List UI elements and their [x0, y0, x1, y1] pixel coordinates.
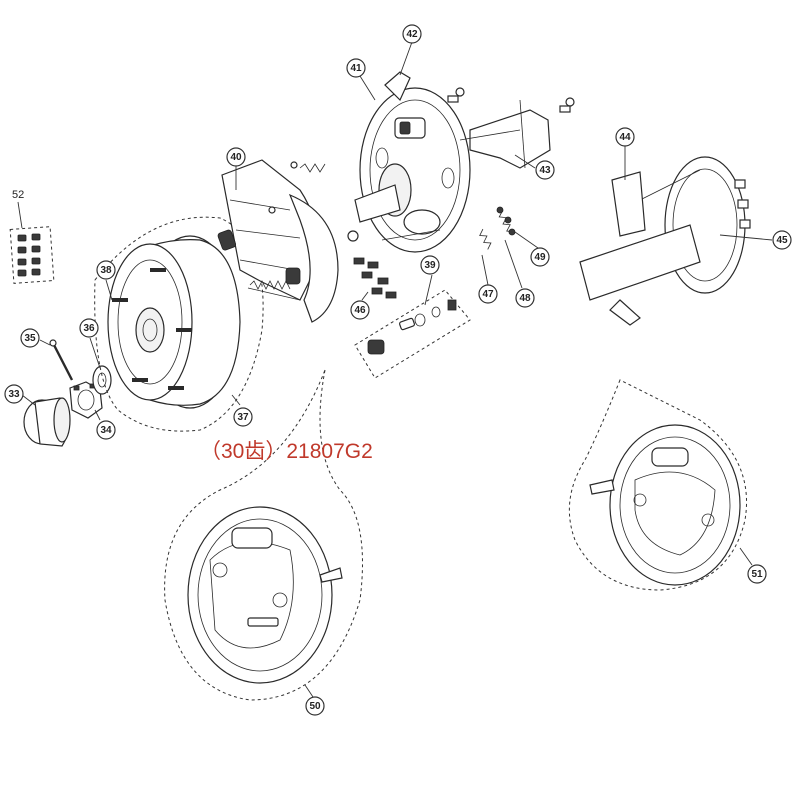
svg-text:50: 50 [309, 701, 321, 712]
part-50-brake-assembly-left [164, 369, 363, 701]
svg-text:47: 47 [482, 289, 494, 300]
part-43-mounting-bracket [447, 87, 575, 169]
callout-51: 51 [739, 547, 767, 584]
part-51-brake-assembly-right [568, 379, 748, 591]
svg-text:38: 38 [100, 265, 112, 276]
callout-40: 40 [226, 147, 246, 190]
callout-34: 34 [94, 409, 116, 440]
callout-41: 41 [346, 58, 376, 101]
callout-35: 35 [20, 328, 51, 348]
part-46-hardware-set [347, 230, 397, 299]
part-47-spring [479, 228, 492, 250]
part-37-brake-drum [94, 216, 264, 432]
svg-text:43: 43 [539, 165, 551, 176]
callout-45: 45 [719, 230, 792, 250]
svg-text:34: 34 [100, 425, 112, 436]
callout-33: 33 [4, 384, 36, 406]
callout-39: 39 [420, 255, 440, 306]
callout-48: 48 [504, 239, 535, 308]
part-40-brake-shoes [217, 159, 339, 323]
part-41-backing-plate [354, 87, 471, 253]
part-36-washer [92, 365, 112, 395]
svg-text:44: 44 [619, 132, 631, 143]
part-48-spring [498, 210, 514, 233]
callout-47: 47 [478, 254, 498, 304]
svg-text:36: 36 [83, 323, 95, 334]
part-number-caption: （30齿）21807G2 [200, 440, 373, 463]
callout-36: 36 [79, 318, 101, 369]
part-49-clips [496, 206, 516, 236]
svg-text:39: 39 [424, 260, 436, 271]
callout-50: 50 [304, 684, 325, 716]
part-39-adjuster-kit [354, 289, 471, 379]
part-35-cotter-pin [49, 339, 74, 381]
part-44-axle-assembly [579, 156, 751, 326]
callout-markers: 33 34 35 36 37 38 39 40 41 42 43 44 45 4… [4, 24, 792, 716]
part-52-label: 52 [12, 189, 24, 201]
svg-text:49: 49 [534, 252, 546, 263]
part-52-nut-kit: 52 [9, 189, 55, 284]
callout-43: 43 [514, 154, 555, 180]
part-34-castle-nut [69, 381, 103, 419]
callout-49: 49 [514, 231, 550, 267]
callout-42: 42 [399, 24, 422, 76]
svg-text:51: 51 [751, 569, 763, 580]
svg-text:33: 33 [8, 389, 20, 400]
svg-text:45: 45 [776, 235, 788, 246]
callout-38: 38 [96, 260, 116, 301]
callout-46: 46 [350, 291, 370, 320]
svg-text:46: 46 [354, 305, 366, 316]
callout-37: 37 [231, 394, 253, 427]
callout-44: 44 [615, 127, 635, 180]
part-33-dust-cap [23, 397, 71, 447]
svg-text:40: 40 [230, 152, 242, 163]
part-42-bracket [384, 71, 411, 102]
svg-text:37: 37 [237, 412, 249, 423]
svg-text:41: 41 [350, 63, 362, 74]
svg-text:48: 48 [519, 293, 531, 304]
svg-text:35: 35 [24, 333, 36, 344]
svg-text:42: 42 [406, 29, 418, 40]
part-38-wheel-studs [112, 268, 192, 390]
